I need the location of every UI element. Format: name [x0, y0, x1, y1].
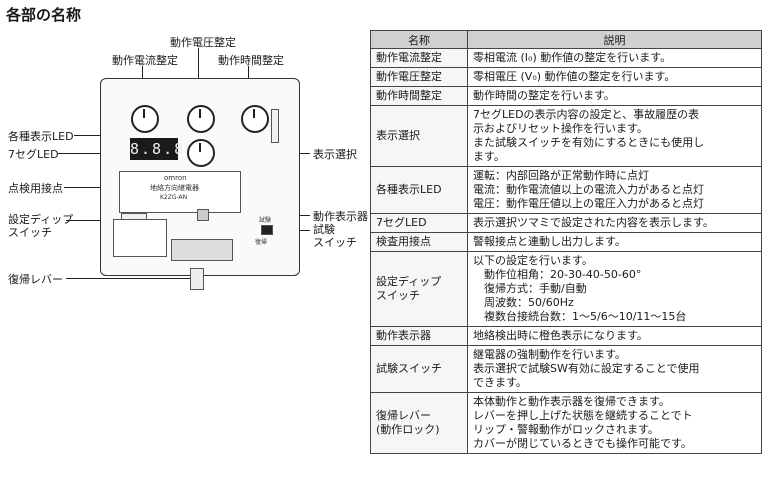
brand-text: omron: [164, 174, 187, 182]
row-name: 設定ディップ スイッチ: [370, 251, 468, 327]
row-desc: 運転：内部回路が正常動作時に点灯 電流：動作電流値以上の電流入力があると点灯 電…: [467, 166, 762, 214]
table-row: 動作時間整定動作時間の整定を行います。: [370, 86, 762, 106]
row-name: 動作表示器: [370, 326, 468, 346]
reset-lever-icon: [190, 268, 204, 290]
row-desc: 表示選択ツマミで設定された内容を表示します。: [467, 213, 762, 233]
label-display-select: 表示選択: [313, 148, 357, 161]
label-reset-lever: 復帰レバー: [8, 273, 63, 286]
test-switch-icon: [261, 225, 273, 235]
row-name: 検査用接点: [370, 232, 468, 252]
table-row: 設定ディップ スイッチ以下の設定を行います。 動作位相角：20-30-40-50…: [370, 251, 762, 327]
current-dial-icon: [131, 105, 159, 133]
row-desc: 零相電流 (I₀) 動作値の整定を行います。: [467, 48, 762, 68]
device-model-text: K2ZG-AN: [160, 194, 188, 201]
page-title: 各部の名称: [6, 6, 82, 24]
table-row: 復帰レバー (動作ロック)本体動作と動作表示器を復帰できます。 レバーを押し上げ…: [370, 392, 762, 454]
row-desc: 本体動作と動作表示器を復帰できます。 レバーを押し上げた状態を継続することでト …: [467, 392, 762, 454]
nameplate: omron 地絡方向継電器 K2ZG-AN: [119, 171, 241, 213]
row-desc: 動作時間の整定を行います。: [467, 86, 762, 106]
row-name: 表示選択: [370, 105, 468, 167]
label-operation-indicator: 動作表示器: [313, 210, 368, 223]
row-name: 復帰レバー (動作ロック): [370, 392, 468, 454]
row-desc: 地絡検出時に橙色表示になります。: [467, 326, 762, 346]
table-row: 動作電圧整定零相電圧 (V₀) 動作値の整定を行います。: [370, 67, 762, 87]
row-name: 各種表示LED: [370, 166, 468, 214]
header-name: 名称: [370, 30, 468, 49]
display-select-dial-icon: [187, 139, 215, 167]
7seg-display: 8.8.8: [130, 138, 186, 160]
reset-lever-housing: [171, 239, 233, 261]
test-mark: 試験: [259, 217, 272, 224]
table-row: 試験スイッチ継電器の強制動作を行います。 表示選択で試験SW有効に設定することで…: [370, 345, 762, 393]
label-operating-time: 動作時間整定: [218, 54, 284, 67]
row-name: 動作電流整定: [370, 48, 468, 68]
label-test-terminal: 点検用接点: [8, 182, 63, 195]
row-desc: 警報接点と連動し出力します。: [467, 232, 762, 252]
row-name: 7セグLED: [370, 213, 468, 233]
label-operating-voltage: 動作電圧整定: [170, 36, 236, 49]
reset-mark: 復帰: [255, 239, 268, 246]
row-desc: 継電器の強制動作を行います。 表示選択で試験SW有効に設定することで使用 できま…: [467, 345, 762, 393]
dip-switch-block: [113, 219, 167, 257]
relay-device: omron 地絡方向継電器 K2ZG-AN 試験 復帰: [100, 78, 300, 276]
voltage-dial-icon: [187, 105, 215, 133]
label-operating-current: 動作電流整定: [112, 54, 178, 67]
row-name: 動作電圧整定: [370, 67, 468, 87]
table-row: 検査用接点警報接点と連動し出力します。: [370, 232, 762, 252]
row-desc: 7セグLEDの表示内容の設定と、事故履歴の表 示およびリセット操作を行います。 …: [467, 105, 762, 167]
row-name: 動作時間整定: [370, 86, 468, 106]
header-description: 説明: [467, 30, 762, 49]
operation-indicator-icon: [197, 209, 209, 221]
time-dial-icon: [241, 105, 269, 133]
table-header-row: 名称 説明: [370, 30, 762, 49]
label-7seg-led: 7セグLED: [8, 148, 59, 161]
row-desc: 零相電圧 (V₀) 動作値の整定を行います。: [467, 67, 762, 87]
row-desc: 以下の設定を行います。 動作位相角：20-30-40-50-60° 復帰方式：手…: [467, 251, 762, 327]
row-name: 試験スイッチ: [370, 345, 468, 393]
label-dip-switch: 設定ディップ スイッチ: [8, 213, 74, 239]
parts-table: 名称 説明 動作電流整定零相電流 (I₀) 動作値の整定を行います。 動作電圧整…: [370, 30, 762, 454]
table-row: 動作表示器地絡検出時に橙色表示になります。: [370, 326, 762, 346]
label-test-switch: 試験 スイッチ: [313, 223, 357, 249]
label-indicator-leds: 各種表示LED: [8, 130, 74, 143]
device-name-text: 地絡方向継電器: [150, 184, 199, 192]
table-row: 動作電流整定零相電流 (I₀) 動作値の整定を行います。: [370, 48, 762, 68]
side-slot: [271, 109, 279, 143]
